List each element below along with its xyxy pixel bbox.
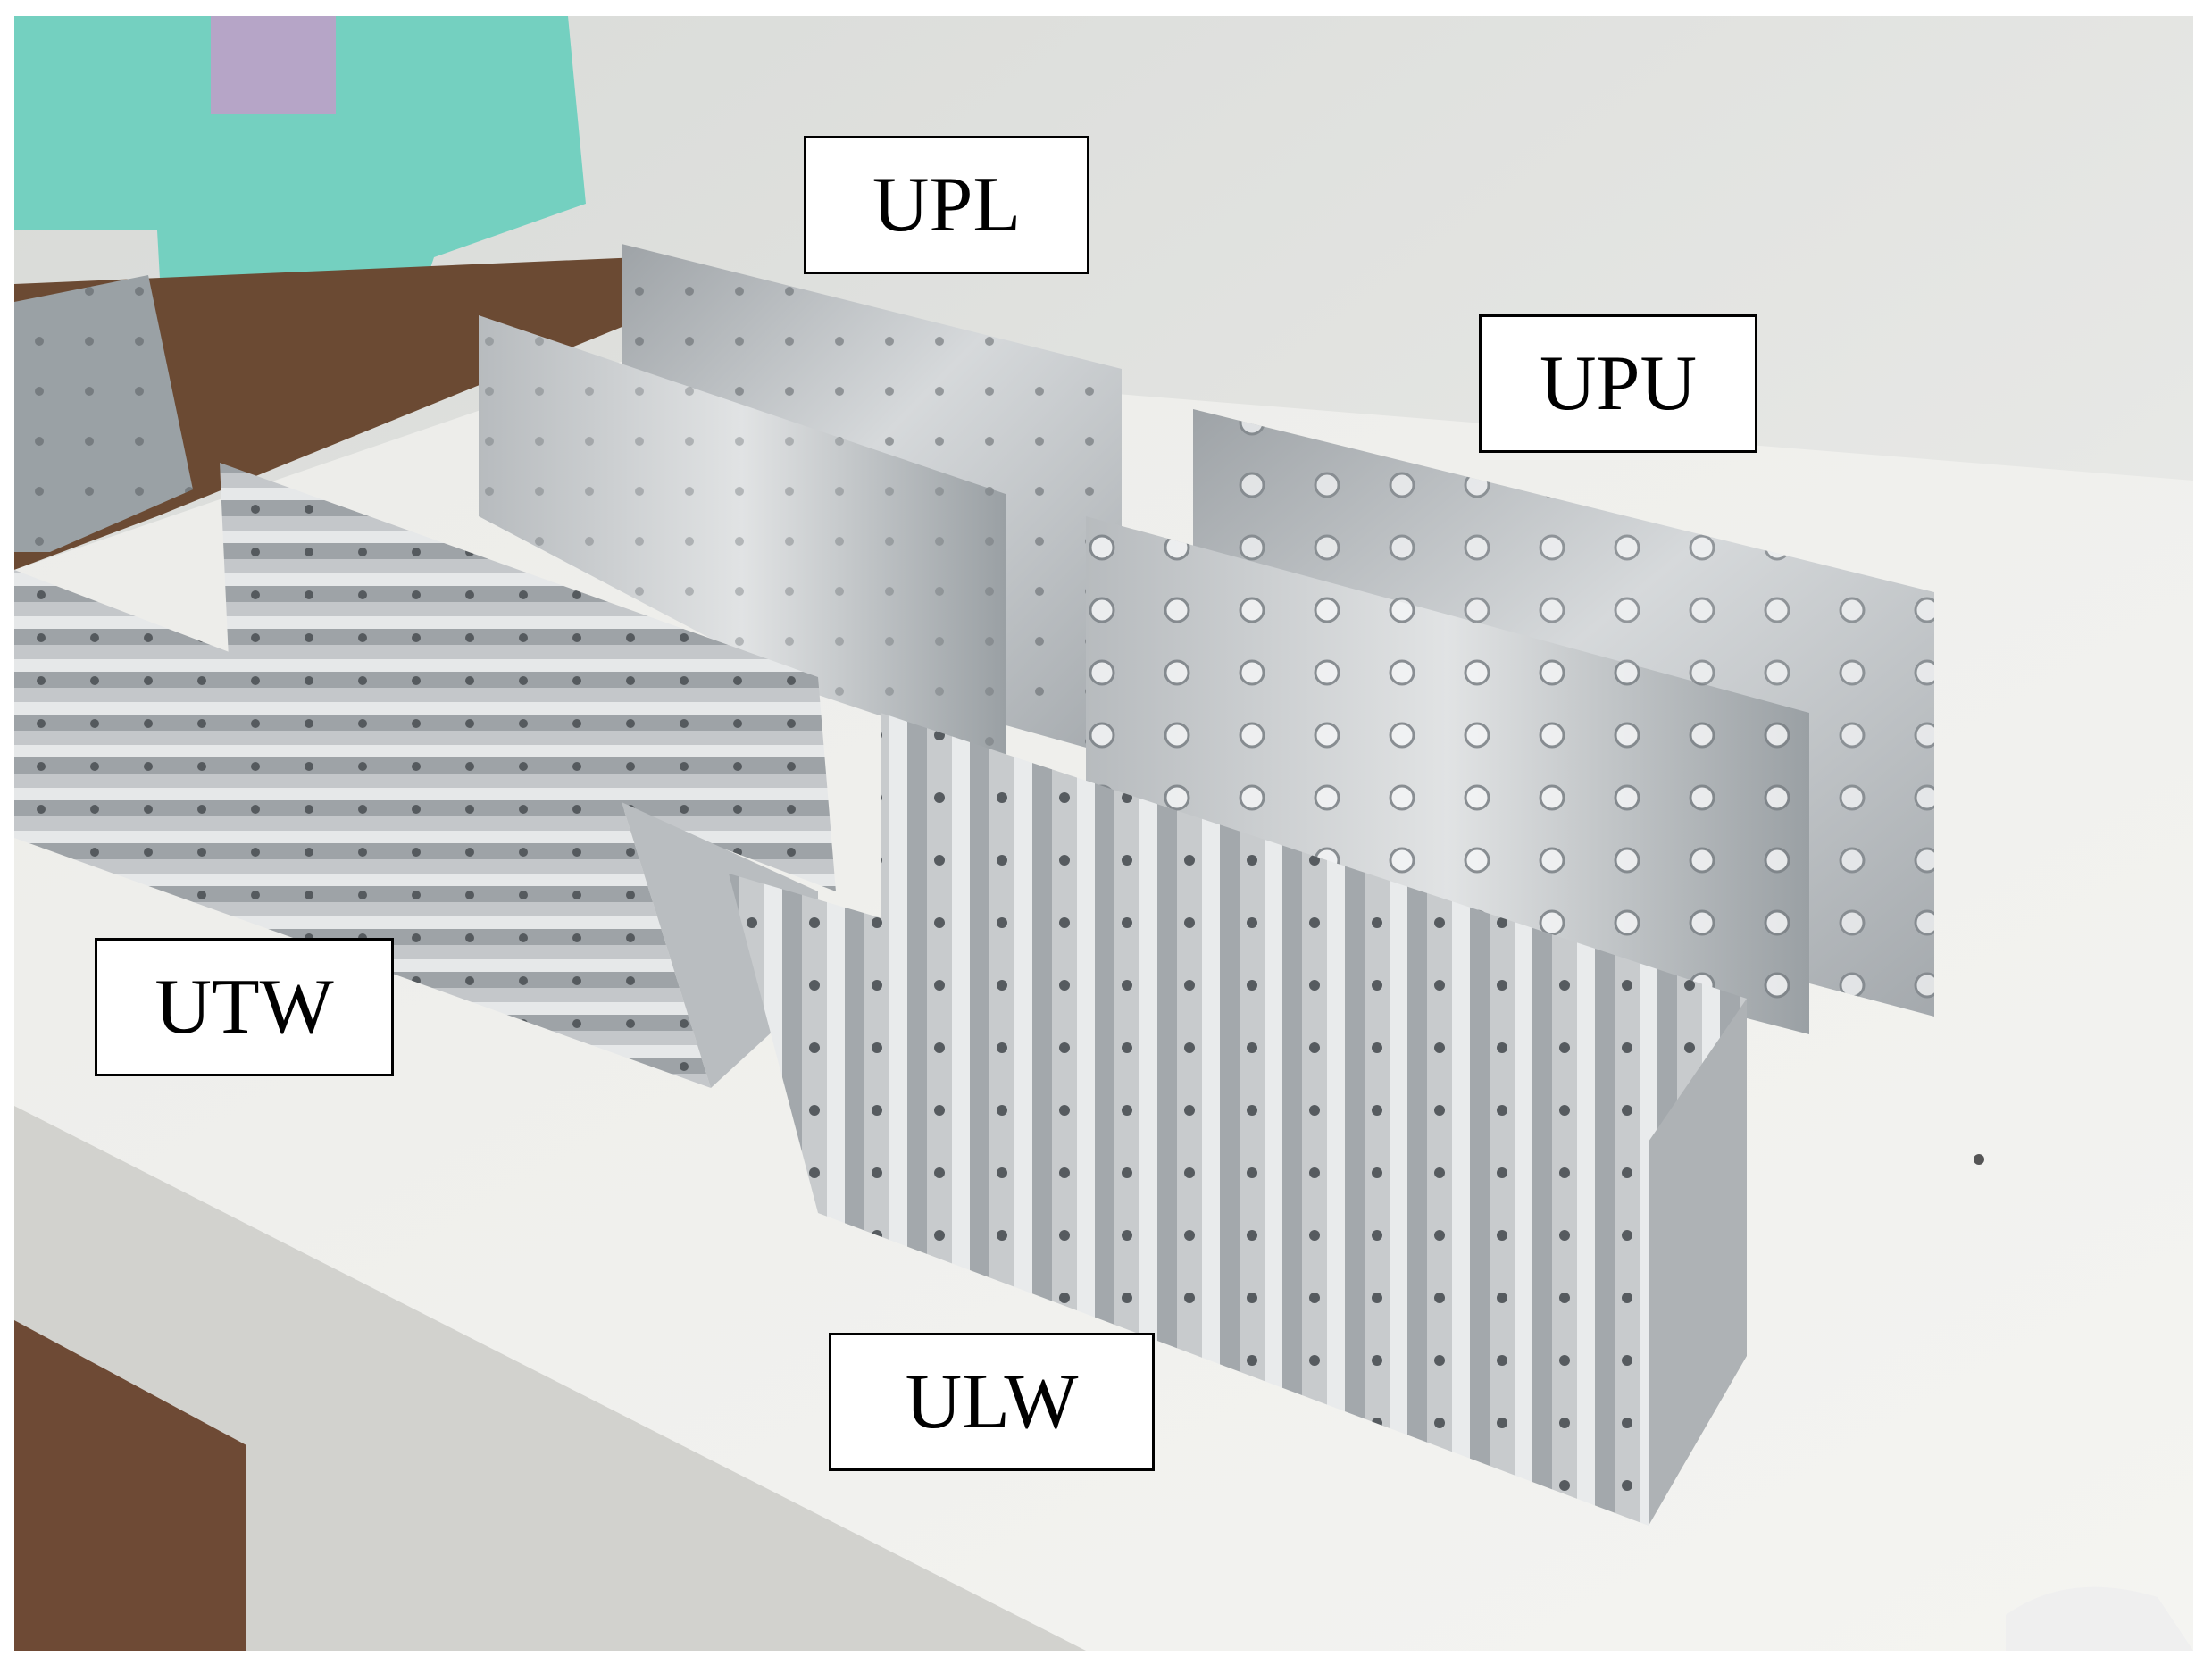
label-upl-text: UPL	[872, 161, 1022, 248]
utw-back-channel	[220, 463, 836, 891]
label-utw: UTW	[95, 938, 394, 1076]
cabinet-sticker	[211, 16, 336, 114]
lower-drawer	[14, 1320, 246, 1651]
label-upl: UPL	[804, 136, 1089, 274]
table-debris	[1974, 1154, 1984, 1165]
corner-object	[2006, 1586, 2193, 1651]
utw-front-channel	[14, 570, 711, 1088]
photo-scene	[14, 16, 2193, 1651]
label-ulw-text: ULW	[905, 1358, 1079, 1445]
table-front	[14, 1106, 1086, 1651]
label-utw-text: UTW	[154, 963, 334, 1050]
label-upu-text: UPU	[1539, 339, 1698, 427]
specimen-photo	[14, 16, 2193, 1651]
ulw-end-face	[1649, 999, 1747, 1526]
label-upu: UPU	[1479, 314, 1757, 453]
label-ulw: ULW	[829, 1333, 1155, 1471]
teal-cabinet	[14, 16, 586, 391]
ulw-front-channel	[729, 874, 1649, 1526]
